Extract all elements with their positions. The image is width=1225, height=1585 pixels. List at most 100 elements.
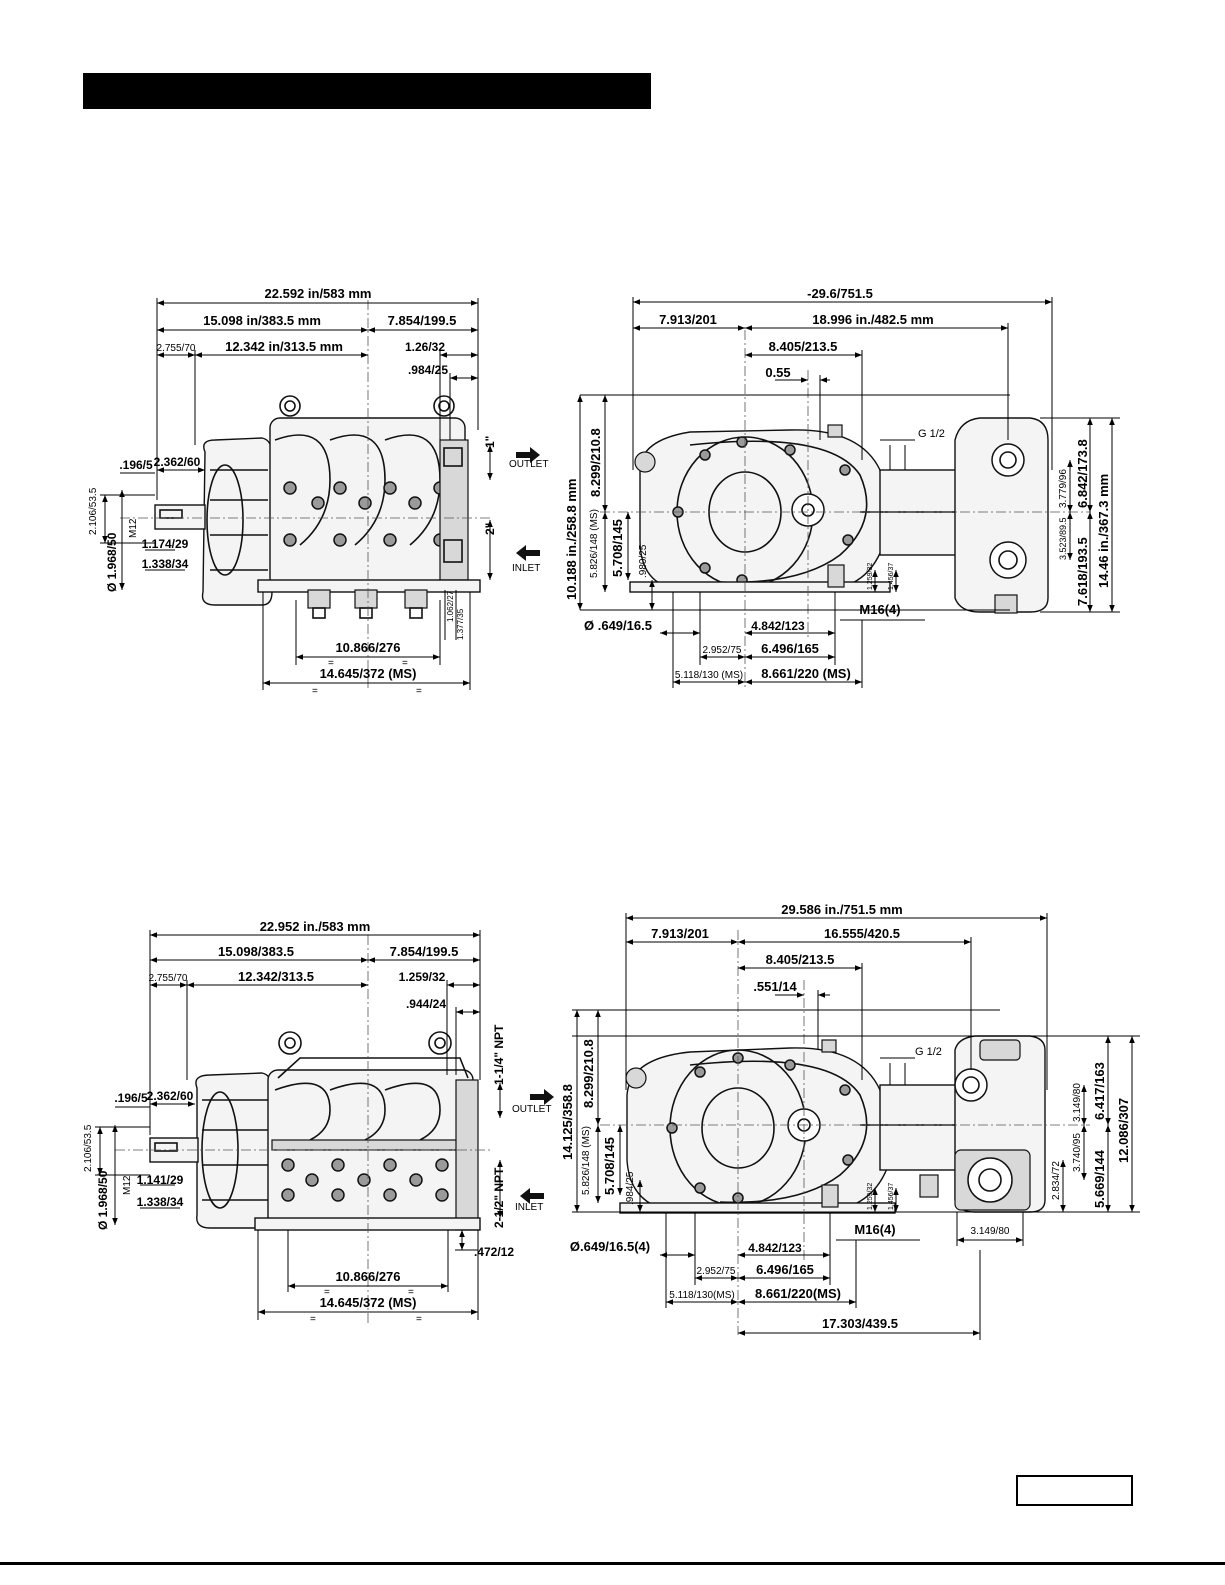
outlet-label: OUTLET (509, 459, 548, 470)
dim-m12: M12 (122, 1175, 133, 1195)
housing-bolts (672, 436, 854, 586)
svg-text:=: = (324, 1287, 330, 1298)
dim-2755: 2.755/70 (157, 343, 196, 354)
dim-2834: 2.834/72 (1051, 1161, 1062, 1200)
dim-g12: G 1/2 (915, 1046, 942, 1058)
oil-cap (634, 451, 656, 473)
diagram-bottom-right: 29.586 in./751.5 mm 7.913/201 16.555/420… (560, 902, 1140, 1340)
dim-2362: 2.362/60 (147, 1089, 194, 1103)
svg-text:=: = (416, 1314, 422, 1325)
bottom-rule (0, 1562, 1225, 1565)
dim-16555: 16.555/420.5 (824, 926, 900, 941)
dim-8299: 8.299/210.8 (588, 428, 603, 497)
outlet-port (954, 1068, 988, 1102)
dim-inlet-npt: 2-1/2" NPT (492, 1167, 506, 1228)
svg-text:=: = (312, 686, 318, 697)
dim-1259: 1.259/32 (399, 970, 446, 984)
dim-1456: 1.456/37 (888, 563, 895, 590)
dim-1259: 1.259/32 (867, 1183, 874, 1210)
dim-196: .196/5 (119, 458, 153, 472)
dim-3149-horizontal: 3.149/80 (971, 1226, 1010, 1237)
pump-body-top-right (600, 330, 1090, 690)
dim-4842: 4.842/123 (751, 619, 805, 633)
dim-1338: 1.338/34 (137, 1195, 184, 1209)
dim-18996: 18.996 in./482.5 mm (812, 312, 933, 327)
dim-1338: 1.338/34 (142, 557, 189, 571)
outlet-arrow-icon (530, 1089, 554, 1105)
dim-10866: 10.866/276 (335, 640, 400, 655)
dim-126: 1.26/32 (405, 340, 445, 354)
dim-inlet-2in: 2" (483, 523, 497, 535)
pump-body-top-left (120, 300, 490, 690)
dim-3149-vertical: 3.149/80 (1072, 1083, 1083, 1122)
outlet-arrow-icon (516, 447, 540, 463)
dim-10866: 10.866/276 (335, 1269, 400, 1284)
diagram-top-right: -29.6/751.5 7.913/201 18.996 in./482.5 m… (564, 286, 1120, 690)
inlet-port (967, 1157, 1013, 1203)
outlet-label: OUTLET (512, 1104, 551, 1115)
outlet-port (991, 443, 1025, 477)
inlet-arrow-icon (516, 545, 540, 561)
dim-984: .984/25 (408, 363, 448, 377)
dim-1446: 14.46 in./367.3 mm (1096, 474, 1111, 588)
dim-8405: 8.405/213.5 (769, 339, 838, 354)
dim-2106: 2.106/53.5 (83, 1124, 94, 1172)
dim-17303: 17.303/439.5 (822, 1316, 898, 1331)
inlet-label: INLET (515, 1202, 543, 1213)
dim-472: .472/12 (474, 1245, 514, 1259)
dim-14645: 14.645/372 (MS) (320, 666, 417, 681)
dim-649: Ø.649/16.5(4) (570, 1239, 650, 1254)
gearbox-housing (195, 1072, 273, 1229)
dim-3779: 3.779/96 (1058, 469, 1069, 508)
lifting-eye-left (279, 395, 301, 417)
dim-649: Ø .649/16.5 (584, 618, 652, 633)
dim-12342: 12.342 in/313.5 mm (225, 339, 343, 354)
dim-2952: 2.952/75 (697, 1266, 736, 1277)
dim-2952: 2.952/75 (703, 645, 742, 656)
dim-6496: 6.496/165 (756, 1262, 814, 1277)
oil-cap (625, 1067, 647, 1089)
dim-overall-length: 22.592 in/583 mm (265, 286, 372, 301)
dim-2755: 2.755/70 (149, 973, 188, 984)
dim-overall-length: -29.6/751.5 (807, 286, 873, 301)
dim-5708: 5.708/145 (610, 519, 625, 577)
dim-984: .984/25 (625, 1171, 636, 1205)
dim-5826: 5.826/148 (MS) (581, 1126, 592, 1195)
svg-text:=: = (402, 658, 408, 669)
inlet-label: INLET (512, 563, 540, 574)
base-plate (254, 1217, 481, 1231)
lifting-eye-left (278, 1031, 302, 1055)
dim-7854: 7.854/199.5 (390, 944, 459, 959)
dim-m12: M12 (128, 518, 139, 538)
dim-outlet-npt: 1-1/4" NPT (492, 1024, 506, 1085)
plunger-housing (879, 1084, 961, 1171)
page-number-box (1016, 1475, 1133, 1506)
lifting-eye-right (428, 1031, 452, 1055)
dim-6417: 6.417/163 (1092, 1062, 1107, 1120)
dim-2106: 2.106/53.5 (88, 487, 99, 535)
dim-5708: 5.708/145 (602, 1137, 617, 1195)
inlet-arrow-icon (520, 1188, 544, 1204)
dim-944: .944/24 (406, 997, 446, 1011)
dim-1968: Ø 1.968/50 (96, 1170, 110, 1230)
dim-12086: 12.086/307 (1116, 1098, 1131, 1163)
dim-overall-length: 29.586 in./751.5 mm (781, 902, 902, 917)
svg-text:=: = (416, 686, 422, 697)
bolt-pattern (283, 481, 447, 547)
dim-14645: 14.645/372 (MS) (320, 1295, 417, 1310)
dim-7913: 7.913/201 (659, 312, 717, 327)
pump-body-bottom-right (600, 930, 1090, 1335)
dim-3523: 3.523/89.5 (1058, 517, 1068, 560)
dim-8661: 8.661/220 (MS) (761, 666, 851, 681)
input-shaft (154, 504, 206, 530)
diagram-top-left: 22.592 in/583 mm 15.098 in/383.5 mm 7.85… (88, 286, 548, 697)
dim-055: 0.55 (765, 365, 790, 380)
dim-7854: 7.854/199.5 (388, 313, 457, 328)
dim-outlet-1in: 1" (483, 436, 497, 448)
diagram-bottom-left: 22.952 in./583 mm 15.098/383.5 7.854/199… (83, 919, 554, 1325)
dim-980: .980/25 (638, 544, 649, 578)
dim-1062: 1.062/27 (446, 590, 455, 622)
dim-2362: 2.362/60 (154, 455, 201, 469)
dim-m16: M16(4) (859, 602, 900, 617)
dim-8405: 8.405/213.5 (766, 952, 835, 967)
